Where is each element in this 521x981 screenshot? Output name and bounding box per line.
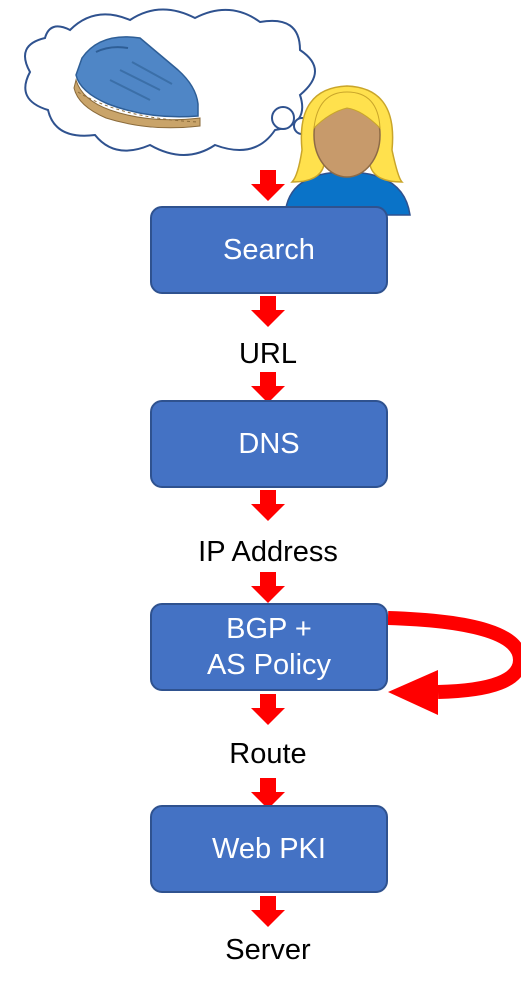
search-box: Search bbox=[150, 206, 388, 294]
down-arrow-icon bbox=[251, 896, 285, 927]
web-pki-box: Web PKI bbox=[150, 805, 388, 893]
dns-label: DNS bbox=[238, 427, 300, 460]
url-label: URL bbox=[238, 338, 297, 370]
flow-arrows bbox=[251, 170, 285, 927]
search-label: Search bbox=[223, 233, 315, 266]
down-arrow-icon bbox=[251, 778, 285, 809]
bgp-label: BGP + bbox=[226, 612, 312, 645]
ip-address-label: IP Address bbox=[198, 536, 338, 568]
route-label: Route bbox=[229, 738, 307, 770]
shoe-icon bbox=[73, 36, 201, 129]
curved-loop-arrow-icon bbox=[387, 611, 521, 715]
server-label: Server bbox=[225, 934, 311, 966]
bgp-as-policy-box: BGP + AS Policy bbox=[150, 603, 388, 691]
as-policy-label: AS Policy bbox=[206, 649, 332, 681]
down-arrow-icon bbox=[251, 296, 285, 327]
person-icon bbox=[284, 85, 411, 216]
dns-box: DNS bbox=[150, 400, 388, 488]
web-pki-label: Web PKI bbox=[212, 832, 326, 865]
down-arrow-icon bbox=[251, 694, 285, 725]
down-arrow-icon bbox=[251, 372, 285, 403]
down-arrow-icon bbox=[251, 572, 285, 603]
down-arrow-icon bbox=[251, 490, 285, 521]
down-arrow-icon bbox=[251, 170, 285, 201]
